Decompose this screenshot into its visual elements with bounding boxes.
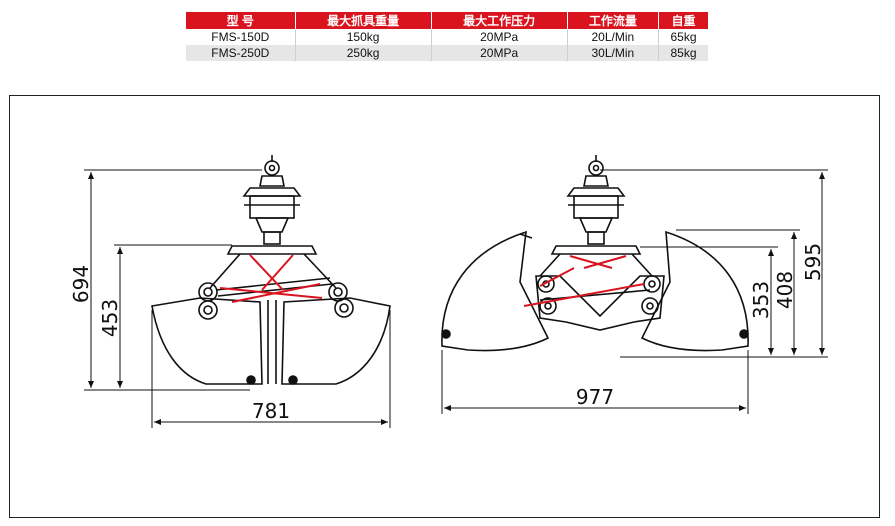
header-model: 型 号 xyxy=(186,12,296,29)
right-dimension-lines xyxy=(441,169,828,414)
dim-left-width: 781 xyxy=(252,399,290,423)
left-dimension-lines xyxy=(84,169,391,428)
cell-self-weight: 65kg xyxy=(658,29,708,45)
cell-max-weight: 250kg xyxy=(295,45,432,61)
cell-flow: 30L/Min xyxy=(567,45,660,61)
dim-right-mid-height: 408 xyxy=(773,271,797,309)
right-grab-view xyxy=(441,155,749,352)
left-hydraulic-lines xyxy=(219,254,323,303)
right-hydraulic-lines xyxy=(523,255,645,307)
cell-self-weight: 85kg xyxy=(658,45,708,61)
header-flow: 工作流量 xyxy=(567,12,660,29)
spec-header-row: 型 号 最大抓具重量 最大工作压力 工作流量 自重 xyxy=(186,12,708,29)
dim-right-width: 977 xyxy=(576,385,614,409)
cell-max-weight: 150kg xyxy=(295,29,432,45)
dim-right-total-height: 595 xyxy=(801,243,825,281)
spec-table: 型 号 最大抓具重量 最大工作压力 工作流量 自重 FMS-150D 150kg… xyxy=(186,12,708,61)
drawing-frame xyxy=(9,95,880,518)
table-row: FMS-250D 250kg 20MPa 30L/Min 85kg xyxy=(186,45,708,61)
header-max-pressure: 最大工作压力 xyxy=(431,12,568,29)
dim-right-lower-height: 353 xyxy=(749,281,773,319)
dim-left-total-height: 694 xyxy=(69,265,93,303)
dim-left-lower-height: 453 xyxy=(98,299,122,337)
cell-flow: 20L/Min xyxy=(567,29,660,45)
table-row: FMS-150D 150kg 20MPa 20L/Min 65kg xyxy=(186,29,708,45)
cell-model: FMS-250D xyxy=(186,45,296,61)
left-grab-view xyxy=(151,155,391,385)
header-self-weight: 自重 xyxy=(658,12,708,29)
cell-model: FMS-150D xyxy=(186,29,296,45)
cell-max-pressure: 20MPa xyxy=(431,29,568,45)
header-max-weight: 最大抓具重量 xyxy=(295,12,432,29)
cell-max-pressure: 20MPa xyxy=(431,45,568,61)
